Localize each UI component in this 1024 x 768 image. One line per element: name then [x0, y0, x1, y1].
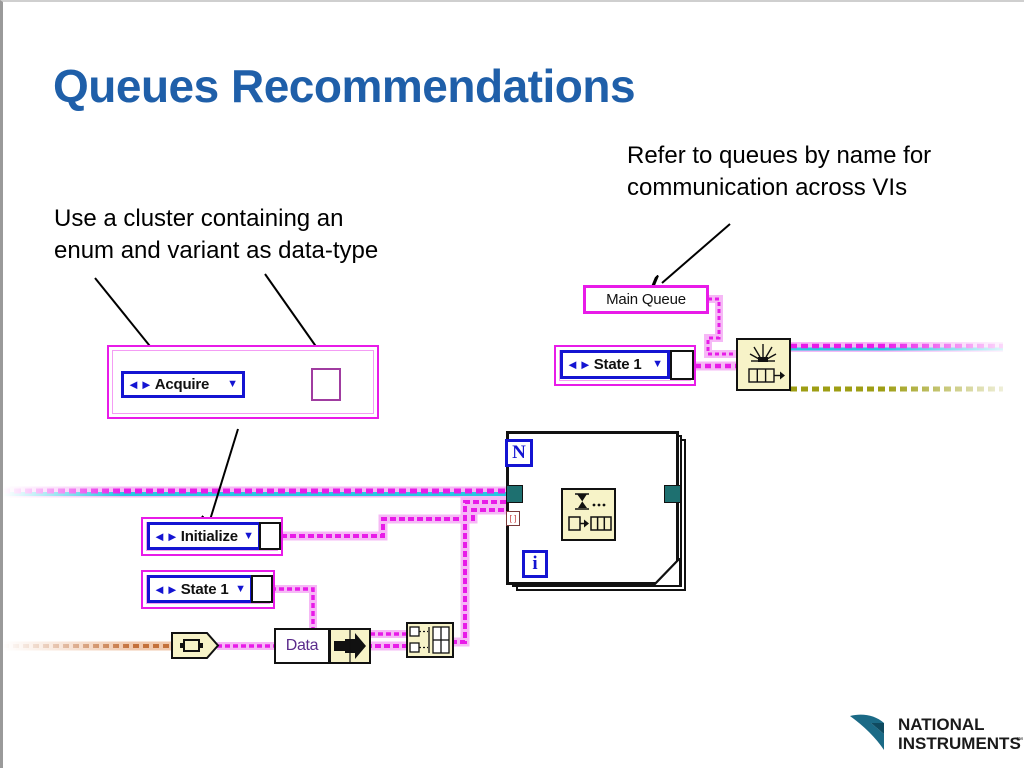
enum-initialize[interactable]: ◄► Initialize ▼ [147, 522, 261, 550]
annotation-cluster-line1: Use a cluster containing an [54, 205, 344, 232]
data-label-text: Data [285, 637, 319, 654]
for-loop-iteration-label: i [532, 553, 538, 574]
obtain-queue-icon [748, 344, 785, 383]
enum-acquire[interactable]: ◄► Acquire ▼ [121, 371, 245, 398]
page-title: Queues Recommendations [53, 60, 636, 112]
enum-acquire-label: Acquire [154, 376, 210, 393]
loop-tunnel-array[interactable]: [ ] [506, 511, 520, 526]
data-label-plate[interactable]: Data [274, 628, 330, 664]
for-loop-count-terminal[interactable]: N [505, 439, 533, 467]
enum-updown-icon: ◄► [153, 581, 179, 597]
chevron-down-icon[interactable]: ▼ [227, 378, 238, 390]
chevron-down-icon[interactable]: ▼ [235, 582, 246, 595]
for-loop-iteration-terminal[interactable]: i [522, 550, 548, 578]
enqueue-element-vi[interactable] [561, 488, 616, 541]
annotation-queue-name-line2: communication across VIs [627, 173, 908, 201]
enum-updown-icon: ◄► [566, 357, 592, 372]
wire-cluster-main [3, 480, 515, 504]
arrow-to-initialize [210, 428, 239, 520]
bundle-icon [409, 626, 450, 654]
annotation-cluster-line2: enum and variant as data-type [54, 236, 379, 264]
shift-register-left[interactable] [506, 485, 523, 503]
string-constant-main-queue[interactable]: Main Queue [583, 285, 709, 314]
variant-placeholder-initialize[interactable] [259, 522, 281, 550]
arrow-to-variant [264, 273, 322, 355]
for-loop-count-label: N [512, 442, 526, 463]
to-variant-icon [334, 630, 366, 662]
chevron-down-icon[interactable]: ▼ [652, 358, 663, 370]
obtain-queue-vi[interactable] [736, 338, 791, 391]
annotation-cluster: Use a cluster containing an enum and var… [54, 203, 474, 266]
for-loop-fold-icon [653, 558, 681, 587]
to-variant-function[interactable] [329, 628, 371, 664]
annotation-queue-name-line1: Refer to queues by name for [627, 142, 932, 169]
enqueue-element-icon [568, 493, 612, 531]
bundle-function[interactable] [406, 622, 454, 658]
arrow-to-main-queue [662, 223, 731, 283]
national-instruments-logo: NATIONAL INSTRUMENTS ™ [848, 710, 1023, 758]
enum-state-1-bottom-label: State 1 [180, 580, 229, 598]
wire-error-out [790, 380, 1024, 400]
variant-placeholder-top[interactable] [670, 350, 694, 380]
wire-orange-input [3, 636, 173, 657]
variant-placeholder-state-1[interactable] [251, 575, 273, 603]
wire-queue-refnum-right [790, 336, 1024, 358]
enum-state-1-bottom[interactable]: ◄► State 1 ▼ [147, 575, 253, 603]
shift-register-right[interactable] [664, 485, 681, 503]
wire-bundle-to-loop [451, 497, 508, 647]
enum-state-1-top[interactable]: ◄► State 1 ▼ [560, 350, 670, 379]
string-constant-main-queue-text: Main Queue [606, 291, 686, 308]
enum-updown-icon: ◄► [153, 528, 179, 544]
enum-updown-icon: ◄► [127, 377, 153, 392]
ni-logo-line2: INSTRUMENTS [898, 734, 1021, 753]
enum-initialize-label: Initialize [180, 527, 238, 545]
ni-logo-trademark: ™ [1016, 737, 1023, 744]
control-terminal[interactable] [171, 632, 221, 660]
annotation-queue-name: Refer to queues by name for communicatio… [627, 140, 1024, 203]
ni-logo-icon: NATIONAL INSTRUMENTS ™ [850, 714, 1023, 753]
enum-state-1-top-label: State 1 [593, 356, 642, 373]
wire-initialize-to-loop [281, 505, 508, 541]
ni-logo-line1: NATIONAL [898, 715, 985, 734]
wire-main-queue-to-obtain [704, 295, 736, 358]
variant-placeholder[interactable] [311, 368, 341, 401]
chevron-down-icon[interactable]: ▼ [243, 529, 254, 542]
